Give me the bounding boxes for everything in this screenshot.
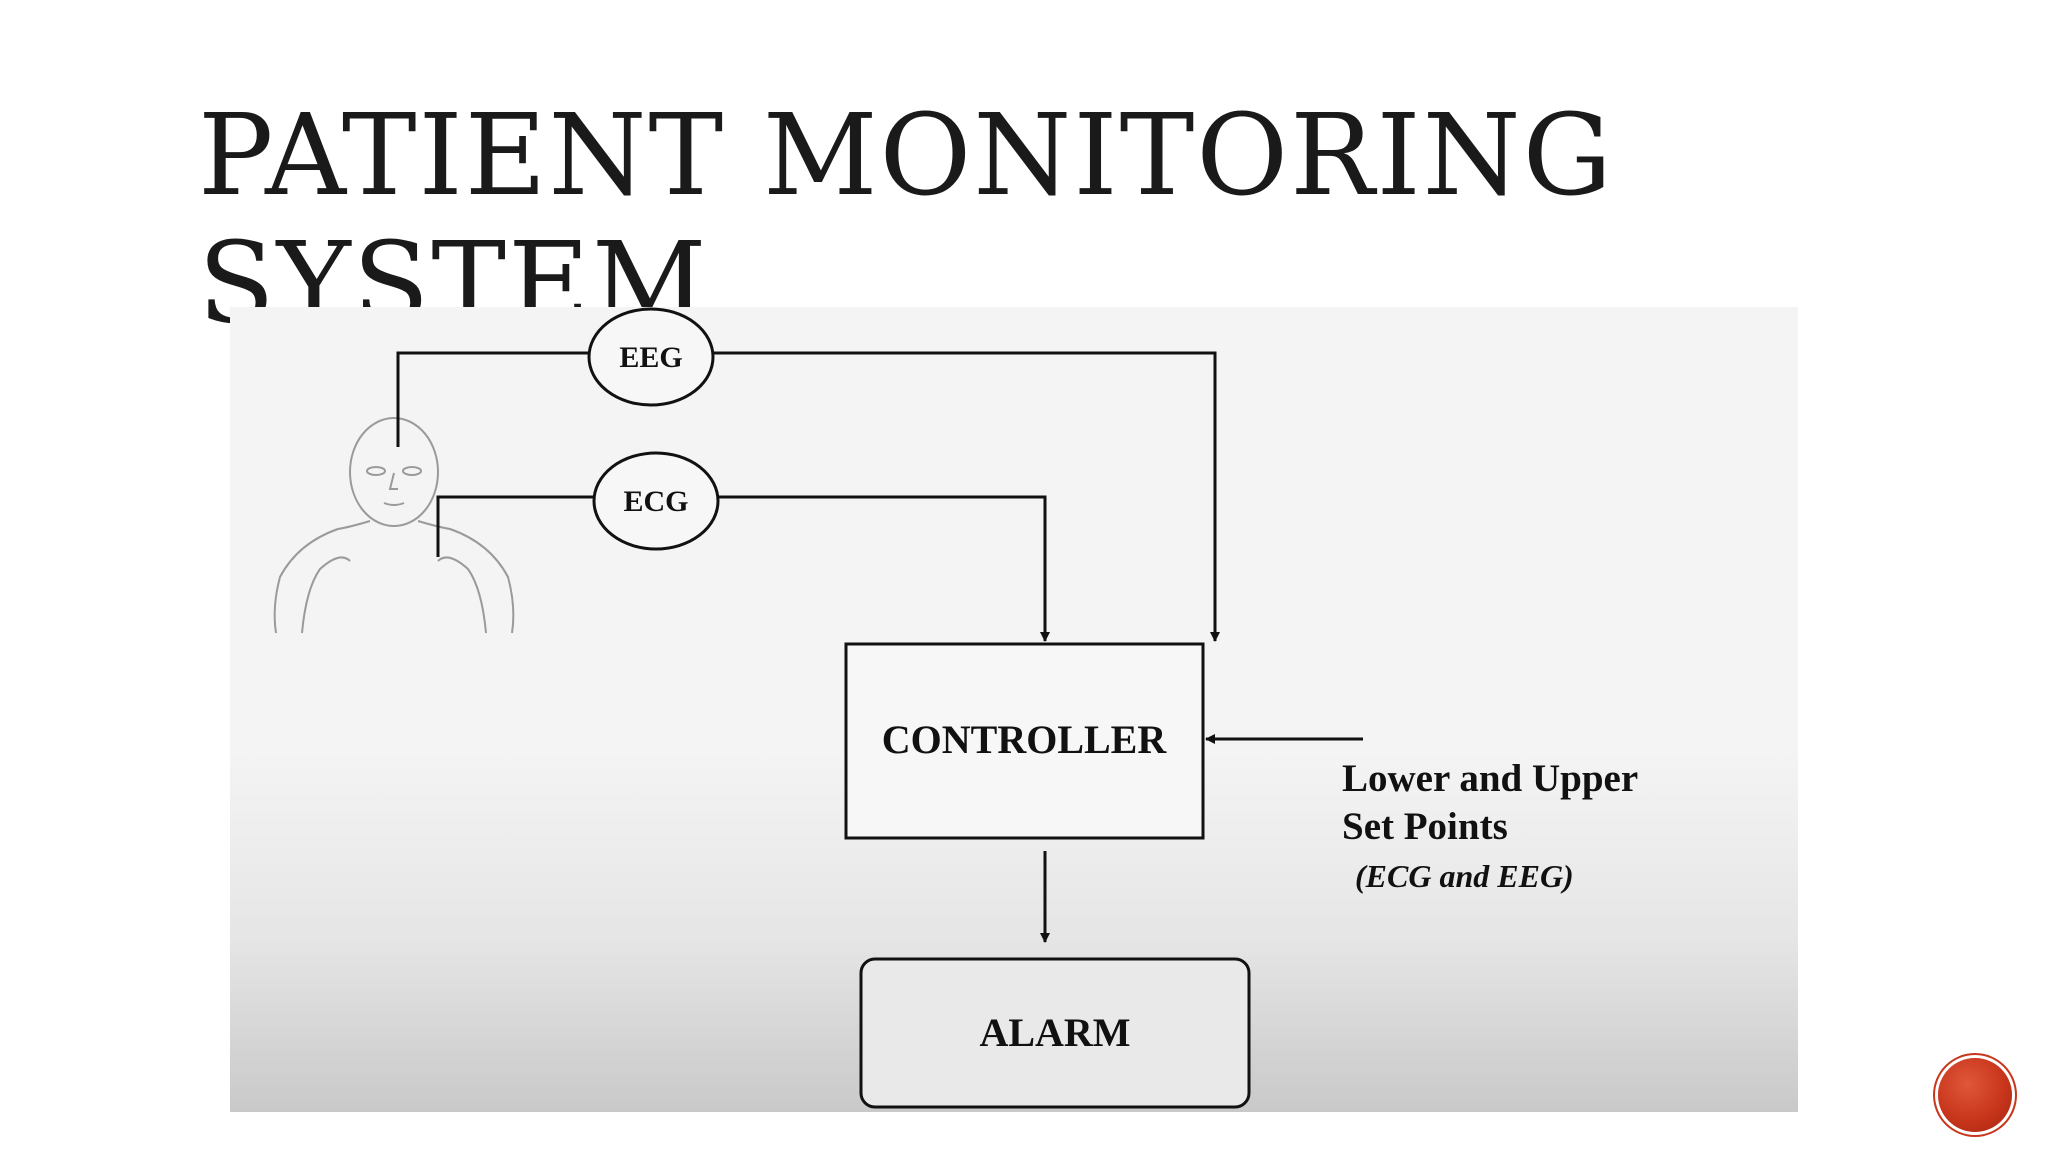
setpoints-line1: Lower and Upper xyxy=(1342,757,1638,800)
eeg-label: EEG xyxy=(619,341,682,374)
setpoints-annotation: Lower and Upper Set Points (ECG and EEG) xyxy=(1342,757,1638,894)
eeg-node: EEG xyxy=(587,307,715,407)
patient-figure-icon xyxy=(273,417,515,634)
controller-node: CONTROLLER xyxy=(844,642,1205,840)
setpoints-line2: Set Points xyxy=(1342,805,1508,848)
alarm-label: ALARM xyxy=(979,1010,1130,1055)
diagram-panel: EEG ECG CONTROLLER Lower and Upper Set P… xyxy=(230,307,1798,1112)
ecg-node: ECG xyxy=(592,451,720,551)
ecg-label: ECG xyxy=(623,485,688,518)
setpoints-note: (ECG and EEG) xyxy=(1355,858,1574,894)
alarm-node: ALARM xyxy=(859,957,1251,1109)
slide-title: PATIENT MONITORING SYSTEM xyxy=(198,91,1615,349)
ecg-signal-path xyxy=(436,495,1050,642)
block-diagram: EEG ECG CONTROLLER Lower and Upper Set P… xyxy=(273,307,1638,1109)
controller-label: CONTROLLER xyxy=(882,717,1168,762)
next-slide-button[interactable] xyxy=(1938,1058,2012,1132)
eeg-signal-path xyxy=(396,351,1220,642)
